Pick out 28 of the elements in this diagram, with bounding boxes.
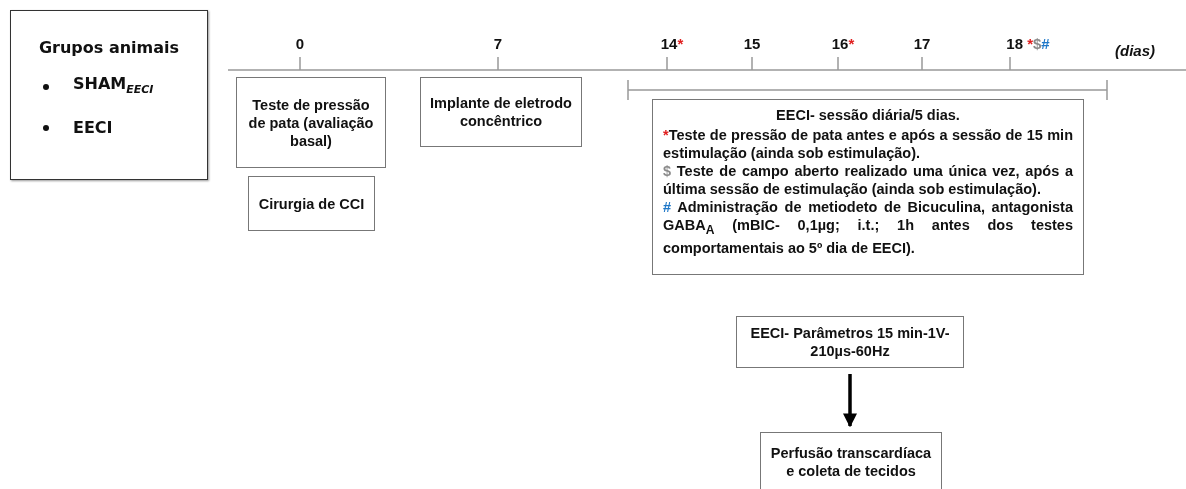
box-text: Implante de eletrodo concêntrico [429,94,573,130]
process-box [736,316,964,368]
day-number: 18 *$# [1006,35,1050,53]
day-number: 7 [493,35,503,53]
axis-unit: (dias) [1115,42,1155,60]
group-item: EECI [73,119,113,138]
day-number: 16* [831,35,855,53]
group-list-box [10,10,208,180]
day-number: 0 [295,35,305,53]
process-box [760,432,942,489]
day-number: 17 [913,35,931,53]
day-number: 14* [660,35,684,53]
process-box [236,77,386,168]
note-paragraph: # Administração de metiodeto de Bicuculina, antagonista GABA$_{A}$ (mBIC- 0,1µg; i.t.; 1h antes dos testes comportamentais ao 5º dia de EECI). [663,198,1073,257]
note-paragraph: *Teste de pressão de pata antes e após a sessão de 15 min estimulação (ainda sob estimulação). [663,126,1073,162]
box-text: Teste de pressão de pata (avaliação basal) [247,95,375,150]
group-item: SHAM$_{EECI}$ [73,74,154,99]
box-text: Perfusão transcardíaca e coleta de tecidos [769,444,933,480]
group-title: Grupos animais [38,38,180,57]
note-heading: EECI- sessão diária/5 dias. [775,106,961,124]
arrow [843,374,857,428]
note-box [652,99,1084,275]
box-text: EECI- Parâmetros 15 min-1V-210µs-60Hz [749,324,951,360]
note-paragraph: $ Teste de campo aberto realizado uma única vez, após a última sessão de estimulação (ainda sob estimulação). [663,162,1073,198]
box-text: Cirurgia de CCI [258,194,365,213]
day-number: 15 [743,35,761,53]
process-box [420,77,582,147]
process-box [248,176,375,231]
